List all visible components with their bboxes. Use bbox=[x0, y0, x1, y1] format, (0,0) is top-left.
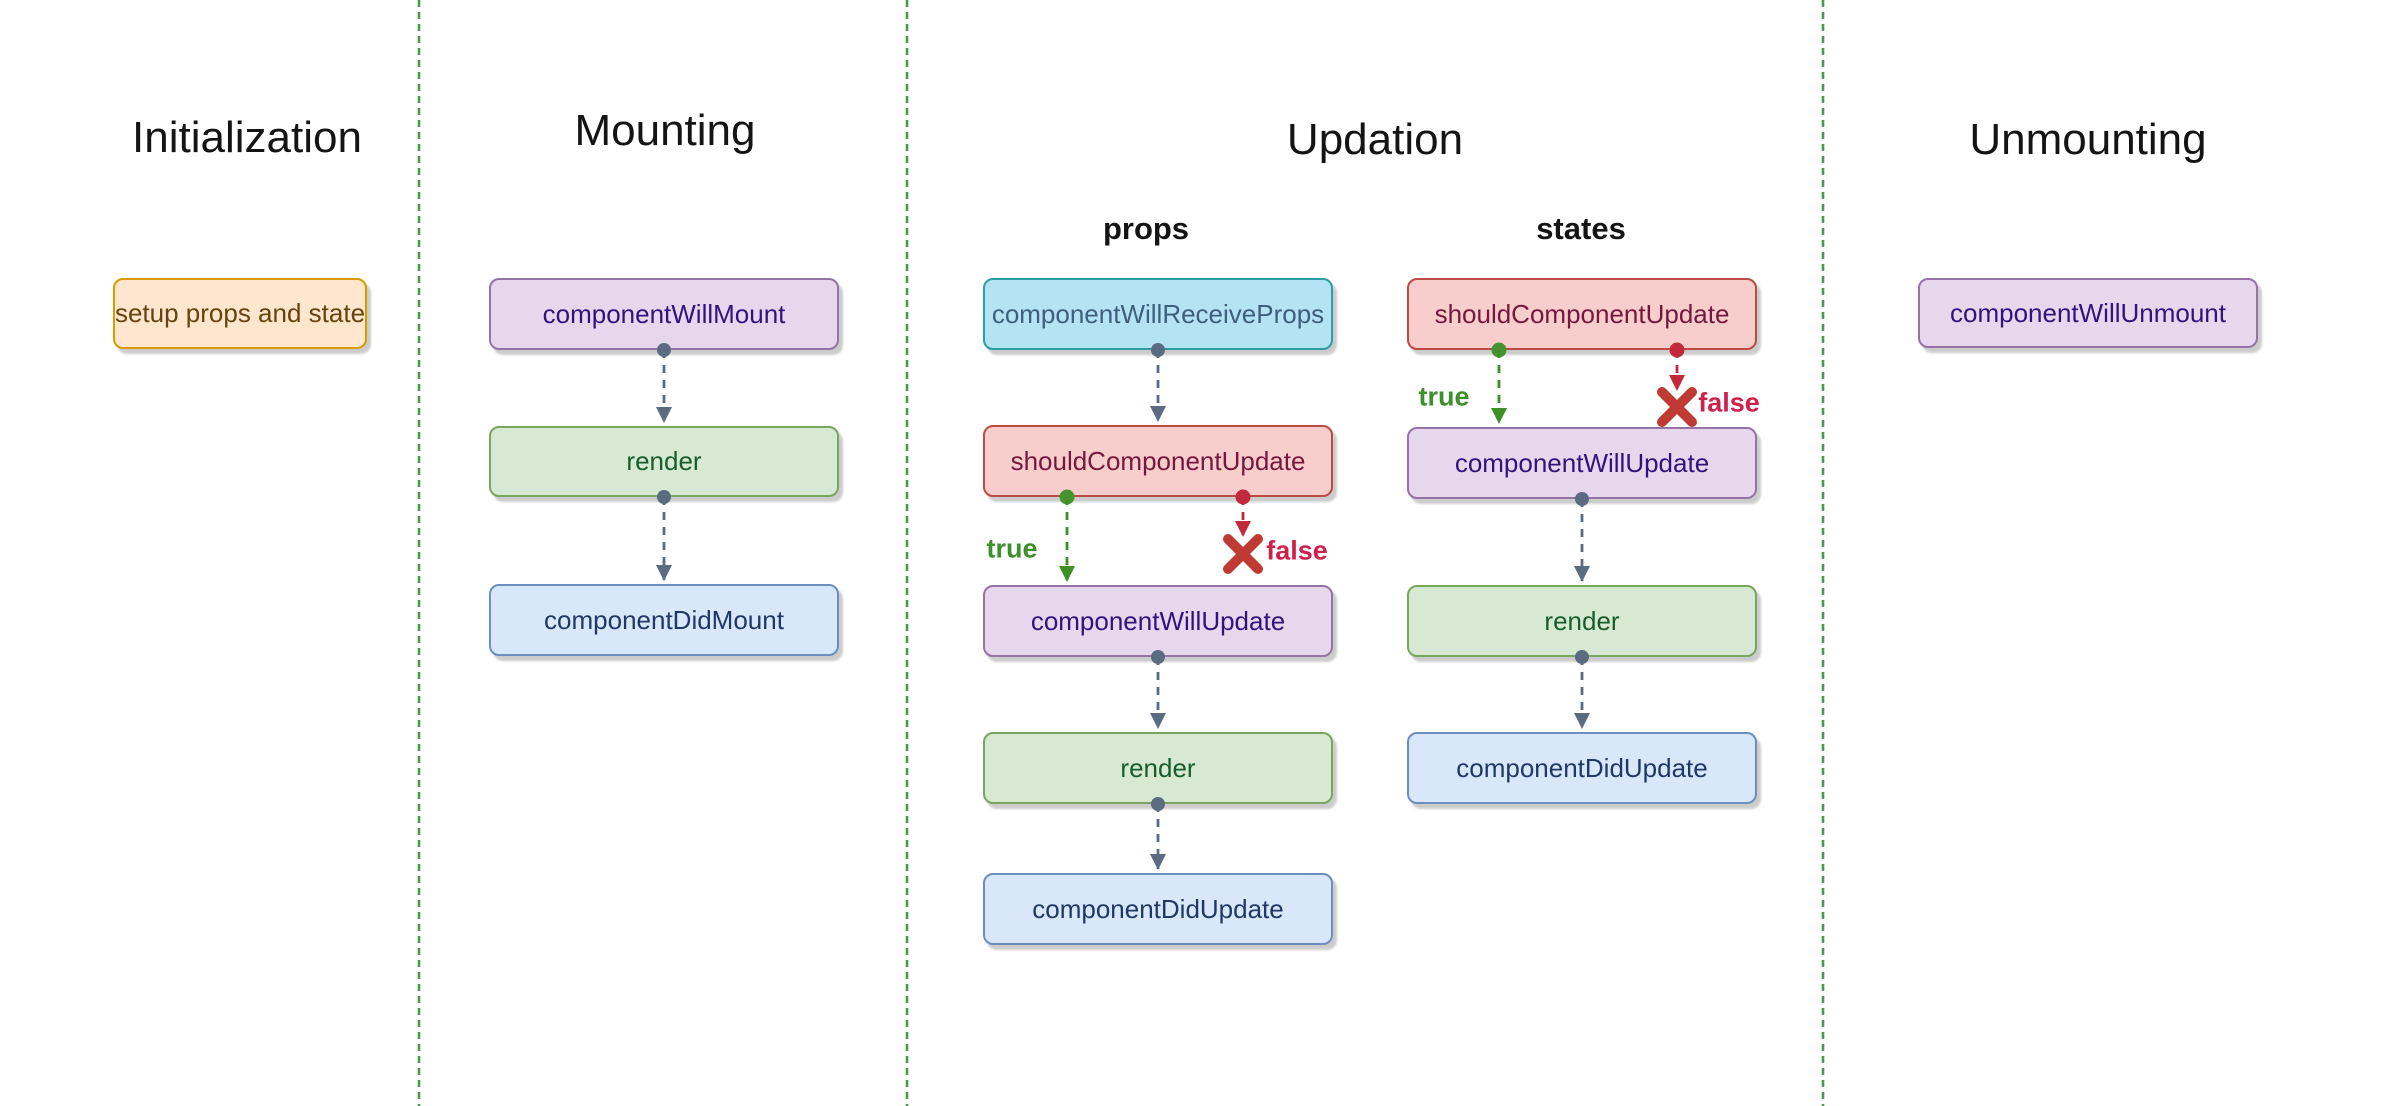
connector-willupdate-render-props bbox=[1150, 650, 1166, 729]
node-render-mounting: render bbox=[489, 426, 839, 497]
branch-label-false-states: false bbox=[1698, 387, 1760, 418]
connector-false-props bbox=[1223, 489, 1263, 574]
node-component-will-unmount: componentWillUnmount bbox=[1918, 278, 2258, 348]
branch-label-false-props: false bbox=[1266, 535, 1328, 566]
connector-receiveprops-shouldupdate bbox=[1150, 343, 1166, 422]
node-component-did-update-props: componentDidUpdate bbox=[983, 873, 1333, 945]
section-title-unmounting: Unmounting bbox=[1969, 115, 2207, 164]
connector-false-states bbox=[1657, 342, 1697, 427]
node-component-will-mount: componentWillMount bbox=[489, 278, 839, 350]
section-title-initialization: Initialization bbox=[132, 113, 362, 162]
node-render-states: render bbox=[1407, 585, 1757, 657]
connector-true-props bbox=[1059, 489, 1075, 582]
node-component-did-mount: componentDidMount bbox=[489, 584, 839, 656]
updation-props-label: props bbox=[1102, 211, 1190, 246]
connector-willmount-render bbox=[656, 343, 672, 423]
x-mark-icon bbox=[1657, 387, 1697, 427]
connector-render-didupdate-states bbox=[1574, 650, 1590, 729]
node-should-component-update-states: shouldComponentUpdate bbox=[1407, 278, 1757, 350]
section-title-mounting: Mounting bbox=[574, 106, 756, 155]
branch-label-true-props: true bbox=[986, 533, 1038, 564]
x-mark-icon bbox=[1223, 534, 1263, 574]
node-component-will-receive-props: componentWillReceiveProps bbox=[983, 278, 1333, 350]
node-component-will-update-props: componentWillUpdate bbox=[983, 585, 1333, 657]
connector-willupdate-render-states bbox=[1574, 492, 1590, 582]
node-should-component-update-props: shouldComponentUpdate bbox=[983, 425, 1333, 497]
section-title-updation: Updation bbox=[1286, 115, 1464, 164]
connector-render-didmount bbox=[656, 490, 672, 581]
connector-true-states bbox=[1491, 342, 1507, 424]
branch-label-true-states: true bbox=[1418, 381, 1470, 412]
node-component-will-update-states: componentWillUpdate bbox=[1407, 427, 1757, 499]
node-render-props: render bbox=[983, 732, 1333, 804]
connector-render-didupdate-props bbox=[1150, 797, 1166, 870]
node-component-did-update-states: componentDidUpdate bbox=[1407, 732, 1757, 804]
node-setup-props-and-state: setup props and state bbox=[113, 278, 367, 349]
updation-states-label: states bbox=[1536, 211, 1626, 246]
